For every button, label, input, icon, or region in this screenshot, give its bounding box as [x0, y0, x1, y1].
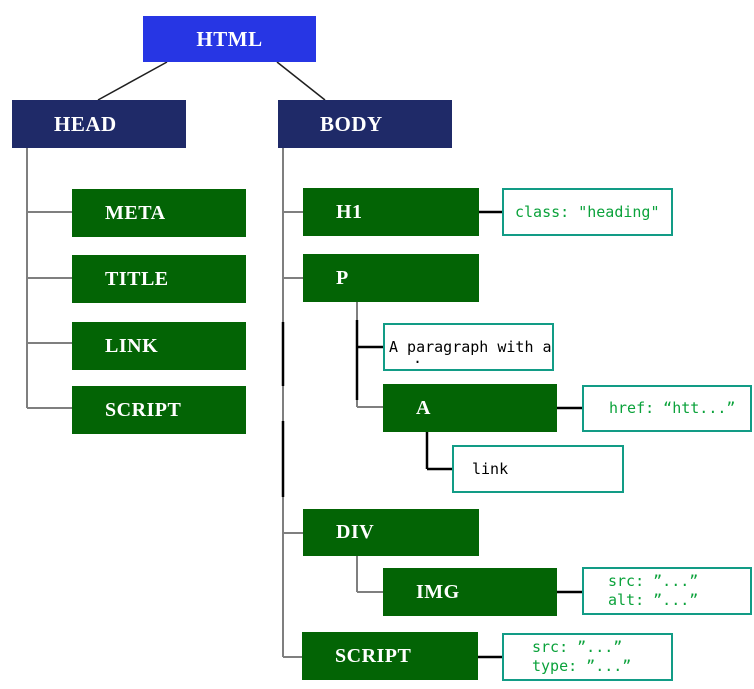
- node-script-head: SCRIPT: [72, 386, 246, 434]
- script-attribute-box: src: ”...” type: ”...”: [502, 633, 673, 681]
- edge-html-head: [97, 61, 168, 101]
- node-body: BODY: [278, 100, 452, 148]
- node-body-label: BODY: [320, 111, 383, 136]
- script-attribute-line2: type: ”...”: [532, 657, 632, 675]
- node-a: A: [383, 384, 557, 432]
- node-html-label: HTML: [196, 26, 263, 51]
- a-textnode-text: link: [472, 459, 509, 478]
- node-link: LINK: [72, 322, 246, 370]
- node-p: P: [303, 254, 479, 302]
- node-html: HTML: [143, 16, 316, 62]
- node-img-label: IMG: [416, 580, 460, 603]
- node-head-label: HEAD: [54, 111, 117, 136]
- a-textnode-box: link: [452, 445, 624, 493]
- node-script-body: SCRIPT: [302, 632, 478, 680]
- node-img: IMG: [383, 568, 557, 616]
- p-textnode-box: A paragraph with a: [383, 323, 554, 371]
- h1-attribute-box: class: "heading": [502, 188, 673, 236]
- node-p-label: P: [336, 266, 349, 289]
- node-div: DIV: [303, 509, 479, 556]
- p-textnode-text: A paragraph with a: [389, 337, 552, 356]
- img-attribute-line1: src: ”...”: [608, 572, 699, 590]
- node-div-label: DIV: [336, 521, 375, 543]
- img-attribute-box: src: ”...” alt: ”...”: [582, 567, 752, 615]
- node-a-label: A: [416, 396, 431, 419]
- node-script-head-label: SCRIPT: [105, 398, 182, 421]
- node-link-label: LINK: [105, 334, 159, 357]
- script-attribute-line1: src: ”...”: [532, 638, 623, 656]
- h1-attribute-text: class: "heading": [515, 202, 660, 221]
- node-h1-label: H1: [336, 200, 363, 223]
- node-head: HEAD: [12, 100, 186, 148]
- node-title-label: TITLE: [105, 267, 169, 290]
- node-title: TITLE: [72, 255, 246, 303]
- img-attribute-line2: alt: ”...”: [608, 591, 699, 609]
- edge-html-body: [276, 61, 326, 101]
- p-textnode-clipped-dot: .: [413, 349, 423, 367]
- a-attribute-box: href: “htt...”: [582, 385, 752, 432]
- node-script-body-label: SCRIPT: [335, 644, 412, 667]
- node-h1: H1: [303, 188, 479, 236]
- node-meta-label: META: [105, 201, 166, 224]
- a-attribute-text: href: “htt...”: [609, 399, 736, 417]
- node-meta: META: [72, 189, 246, 237]
